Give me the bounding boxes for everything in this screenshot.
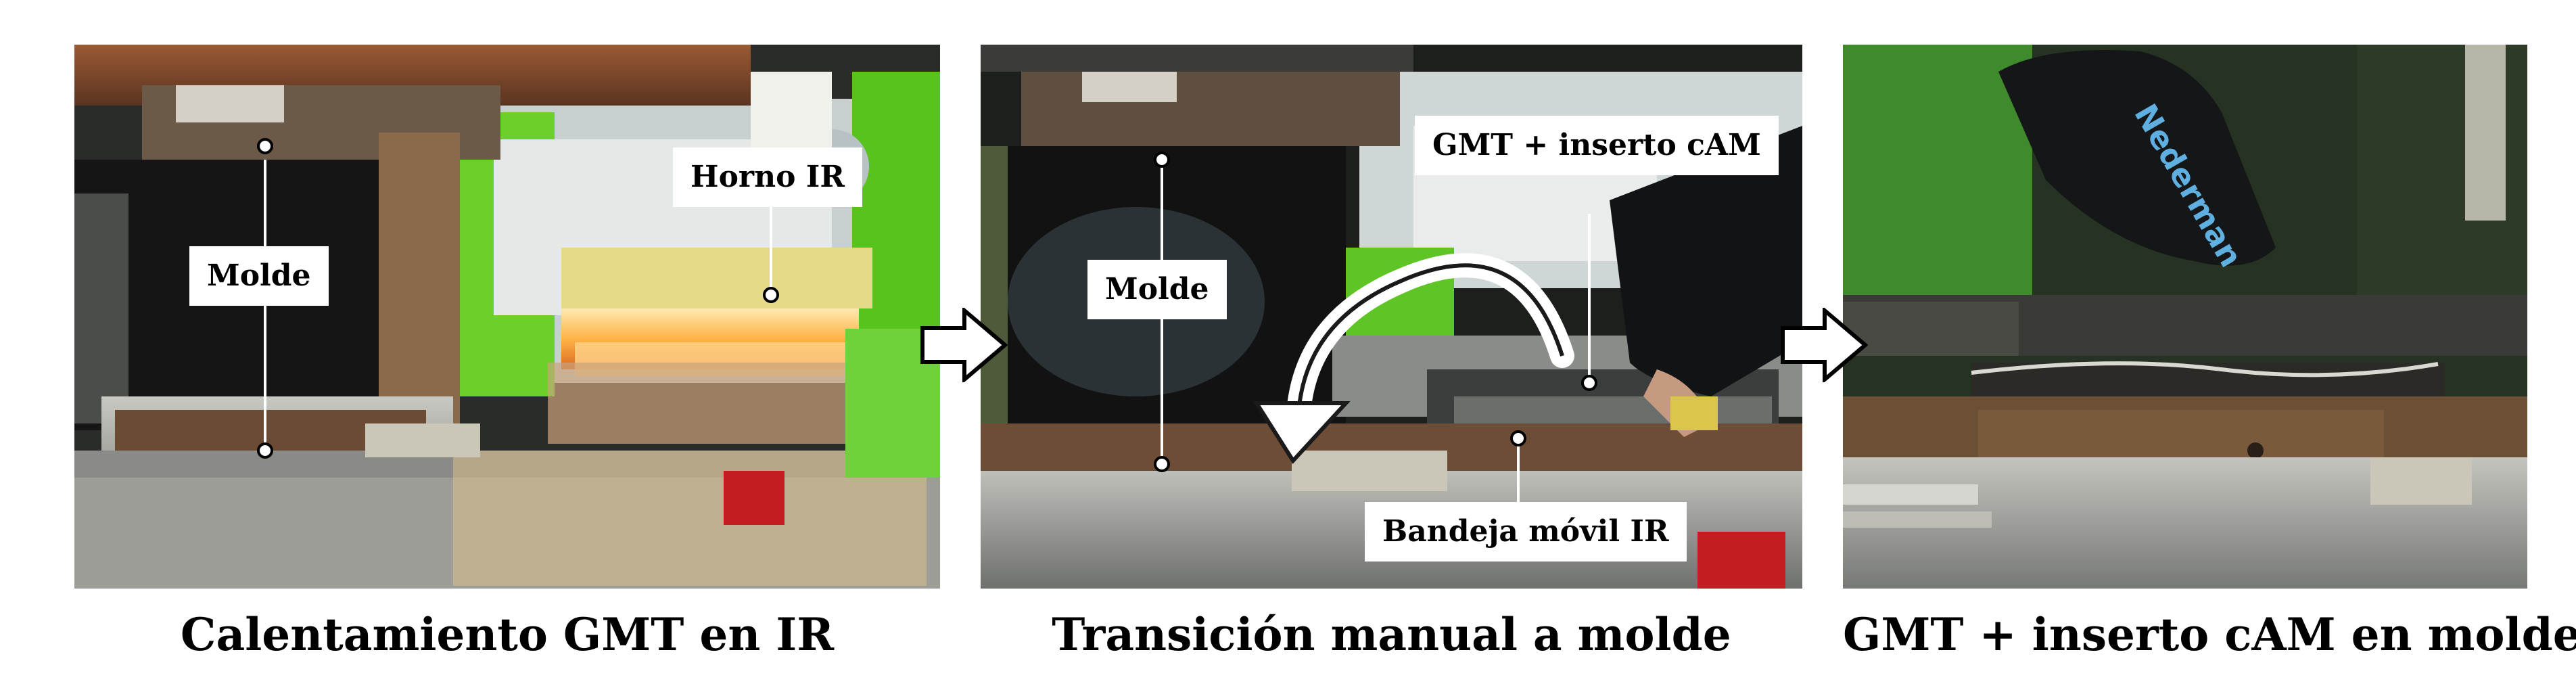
- right-arrow-icon: [1781, 308, 1868, 382]
- mold-label: Molde: [189, 246, 329, 306]
- ir-heating-scene: [74, 45, 940, 589]
- caption-manual-transition: Transición manual a molde: [1052, 608, 1731, 661]
- caption-ir-heating: Calentamiento GMT en IR: [180, 608, 835, 661]
- mold-label: Molde: [1087, 260, 1227, 319]
- photo-manual-transition: Molde GMT + inserto cAM Bandeja móvil IR: [981, 45, 1802, 589]
- photo-gmt-in-mold: Nederman: [1843, 45, 2527, 589]
- gmt-in-mold-scene: Nederman: [1843, 45, 2527, 589]
- mobile-ir-tray-label: Bandeja móvil IR: [1365, 502, 1687, 561]
- manual-transition-scene: [981, 45, 1802, 589]
- right-arrow-icon: [920, 308, 1008, 382]
- photo-ir-heating: Molde Horno IR: [74, 45, 940, 589]
- caption-gmt-in-mold: GMT + inserto cAM en molde: [1843, 608, 2576, 661]
- ir-oven-label: Horno IR: [673, 147, 862, 207]
- gmt-insert-label: GMT + inserto cAM: [1415, 116, 1779, 175]
